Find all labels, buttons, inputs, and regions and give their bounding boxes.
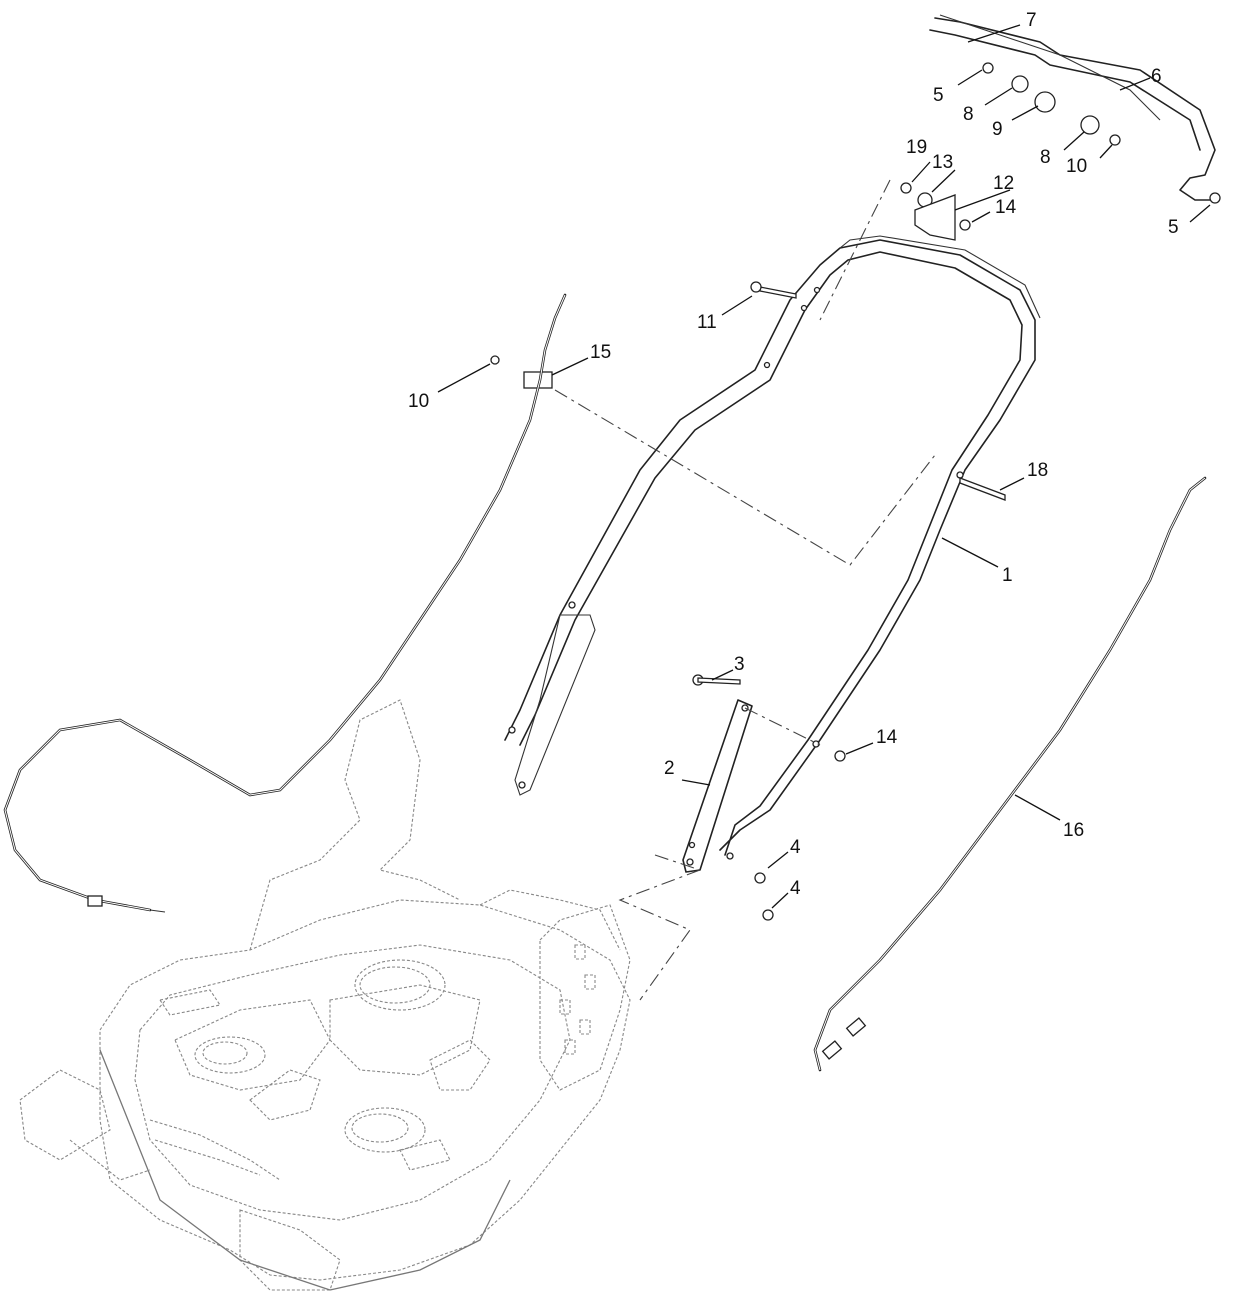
bail-assembly [490, 14, 1221, 921]
cable-15 [3, 293, 567, 913]
callout-14-lower: 14 [876, 727, 898, 748]
callout-3: 3 [734, 654, 745, 675]
callout-4-lower: 4 [790, 878, 801, 899]
callout-15: 15 [590, 342, 611, 363]
handle-assembly [504, 235, 1041, 860]
link-arm [682, 699, 753, 873]
callout-labels: 7 6 5 8 9 8 10 5 19 13 12 14 11 15 10 18… [408, 10, 1179, 899]
callout-8-upper: 8 [963, 104, 974, 125]
callout-7: 7 [1026, 10, 1037, 31]
callout-1: 1 [1002, 565, 1013, 586]
callout-12: 12 [993, 173, 1014, 194]
callout-16: 16 [1063, 820, 1084, 841]
callout-6: 6 [1151, 66, 1162, 87]
callout-5-upper: 5 [933, 85, 944, 106]
mower-deck [19, 699, 631, 1291]
callout-14-upper: 14 [995, 197, 1017, 218]
callout-5-lower: 5 [1168, 217, 1179, 238]
callout-10-lower: 10 [408, 391, 429, 412]
callout-2: 2 [664, 758, 675, 779]
callout-8-lower: 8 [1040, 147, 1051, 168]
cable-16 [813, 476, 1207, 1072]
callout-9: 9 [992, 119, 1003, 140]
callout-18: 18 [1027, 460, 1048, 481]
callout-19: 19 [906, 137, 927, 158]
leader-lines [437, 24, 1211, 909]
callout-4-upper: 4 [790, 837, 801, 858]
assembly-lines [554, 179, 936, 1001]
callout-10-upper: 10 [1066, 156, 1087, 177]
callout-11: 11 [697, 312, 717, 333]
callout-13: 13 [932, 152, 953, 173]
